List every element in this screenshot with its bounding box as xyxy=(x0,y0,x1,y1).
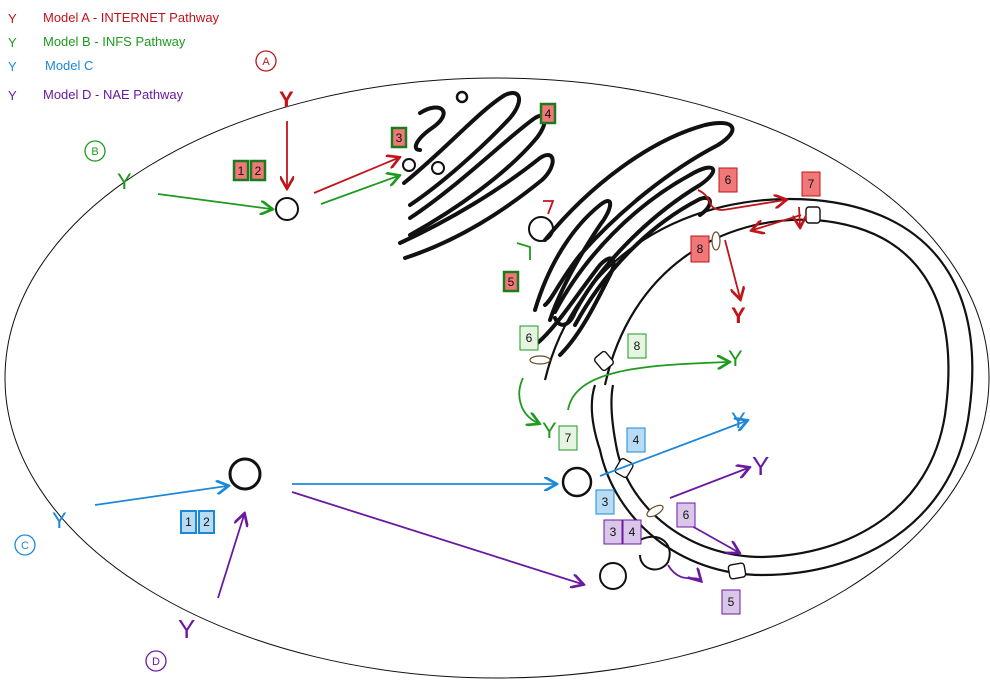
model-c-step-boxes: 1 2 3 4 xyxy=(180,427,646,534)
svg-text:3: 3 xyxy=(610,525,617,539)
receptor-icon: Y Y xyxy=(279,87,746,328)
step-box-a-7: 7 xyxy=(801,171,821,197)
svg-text:Y: Y xyxy=(752,451,769,481)
step-box-c-4: 4 xyxy=(626,427,646,453)
svg-text:7: 7 xyxy=(808,177,815,191)
nuclear-pore-icon xyxy=(594,206,821,580)
model-c-arrows xyxy=(94,421,746,506)
step-box-d-4: 4 xyxy=(622,519,642,545)
receptor-icon: Y xyxy=(8,35,17,50)
legend-item-model-d: Y Model D - NAE Pathway xyxy=(8,87,184,103)
svg-text:Y: Y xyxy=(542,418,557,443)
svg-text:Y: Y xyxy=(731,303,746,328)
svg-text:3: 3 xyxy=(602,495,609,509)
svg-text:4: 4 xyxy=(545,107,552,121)
step-box-a-3: 3 xyxy=(390,126,408,149)
legend-label-model-c: Model C xyxy=(45,58,93,73)
model-a-arrows xyxy=(287,121,801,298)
svg-text:6: 6 xyxy=(683,508,690,522)
entry-label-b: B xyxy=(84,140,106,162)
entry-label-a: A xyxy=(255,50,277,72)
cell-membrane xyxy=(4,77,990,679)
svg-text:1: 1 xyxy=(185,515,192,529)
step-box-a-1: 1 xyxy=(232,159,250,182)
svg-text:1: 1 xyxy=(238,164,245,178)
nucleus-icon xyxy=(543,197,974,577)
model-d-step-boxes: 3 4 5 6 xyxy=(603,502,741,615)
receptor-icon: Y xyxy=(8,59,17,74)
entry-label-d: D xyxy=(145,650,167,672)
svg-text:Y: Y xyxy=(52,508,67,533)
step-box-c-1: 1 xyxy=(180,510,197,534)
svg-text:Y: Y xyxy=(117,169,132,194)
model-b-step-boxes: 6 7 8 xyxy=(519,325,647,451)
svg-text:8: 8 xyxy=(697,242,704,256)
svg-text:4: 4 xyxy=(633,433,640,447)
step-box-b-7: 7 xyxy=(558,425,578,451)
model-d-arrows xyxy=(217,468,748,599)
model-b-arrows xyxy=(157,176,728,423)
step-box-a-2: 2 xyxy=(249,159,267,182)
step-box-a-8: 8 xyxy=(690,235,710,263)
svg-text:6: 6 xyxy=(526,331,533,345)
entry-label-c: C xyxy=(14,534,36,556)
legend-item-model-b: Y Model B - INFS Pathway xyxy=(8,34,186,50)
svg-text:5: 5 xyxy=(508,275,515,289)
legend-item-model-a: Y Model A - INTERNET Pathway xyxy=(8,10,220,26)
svg-text:5: 5 xyxy=(728,595,735,609)
receptor-icon: Y Y xyxy=(178,451,769,644)
legend-label-model-b: Model B - INFS Pathway xyxy=(43,34,186,49)
step-box-a-4: 4 xyxy=(539,102,557,125)
vesicle-icon xyxy=(228,197,671,590)
channel-icon xyxy=(529,231,721,518)
legend-item-model-c: Y Model C xyxy=(8,58,93,74)
step-box-c-2: 2 xyxy=(198,510,215,534)
step-box-d-6: 6 xyxy=(676,502,696,528)
receptor-icon: Y xyxy=(8,88,17,103)
svg-text:2: 2 xyxy=(255,164,262,178)
step-box-c-3: 3 xyxy=(595,489,615,515)
step-box-a-6: 6 xyxy=(718,167,738,193)
receptor-icon: Y Y xyxy=(52,408,746,533)
svg-text:C: C xyxy=(21,540,29,552)
model-a-step-boxes: 1 2 3 4 5 6 7 8 xyxy=(232,102,821,293)
svg-text:2: 2 xyxy=(203,515,210,529)
step-box-d-3: 3 xyxy=(603,519,623,545)
svg-text:4: 4 xyxy=(629,525,636,539)
legend: Y Model A - INTERNET Pathway Y Model B -… xyxy=(8,10,220,103)
legend-label-model-d: Model D - NAE Pathway xyxy=(43,87,184,102)
svg-text:Y: Y xyxy=(728,346,743,371)
svg-text:D: D xyxy=(152,656,160,668)
svg-text:7: 7 xyxy=(565,431,572,445)
receptor-icon: Y xyxy=(8,11,17,26)
svg-text:A: A xyxy=(262,56,270,68)
svg-text:B: B xyxy=(91,146,98,158)
svg-text:8: 8 xyxy=(634,339,641,353)
step-box-b-8: 8 xyxy=(627,333,647,359)
svg-text:3: 3 xyxy=(396,131,403,145)
receptor-icon: Y Y Y xyxy=(117,169,743,443)
svg-text:Y: Y xyxy=(178,614,195,644)
step-box-b-6: 6 xyxy=(519,325,539,351)
svg-text:Y: Y xyxy=(279,87,294,112)
svg-text:Y: Y xyxy=(731,408,746,433)
step-box-a-5: 5 xyxy=(502,270,520,293)
legend-label-model-a: Model A - INTERNET Pathway xyxy=(43,10,220,25)
step-box-d-5: 5 xyxy=(721,589,741,615)
svg-text:6: 6 xyxy=(725,173,732,187)
